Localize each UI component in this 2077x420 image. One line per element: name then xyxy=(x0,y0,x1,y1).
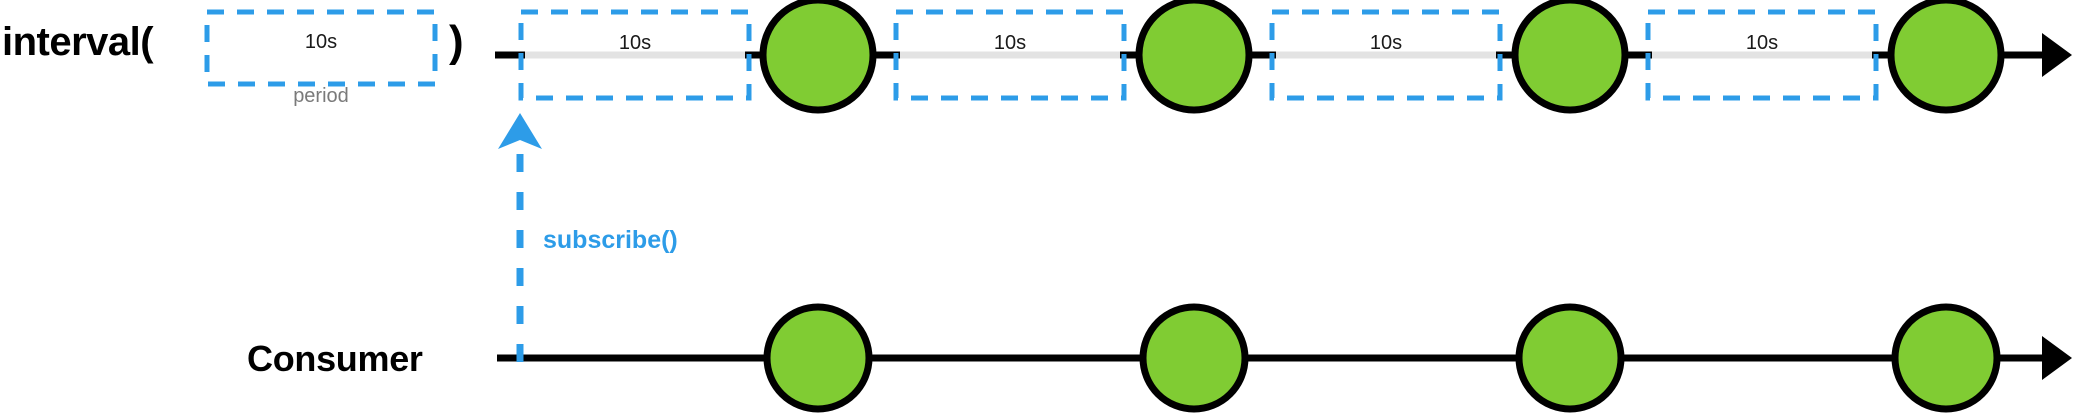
interval-label-3: 10s xyxy=(1369,32,1403,54)
interval-box-3[interactable] xyxy=(1269,9,1503,101)
interval-label-2: 10s xyxy=(993,32,1027,54)
subscribe-label[interactable]: subscribe() xyxy=(543,226,678,254)
operator-paren-close: ) xyxy=(449,17,464,66)
source-timeline-group xyxy=(495,0,2072,114)
interval-box-1[interactable] xyxy=(518,9,752,101)
subscribe-arrowhead-icon xyxy=(498,113,542,149)
interval-box-2[interactable] xyxy=(893,9,1127,101)
consumer-axis-arrowhead xyxy=(2042,336,2072,380)
source-marble-2[interactable] xyxy=(1135,0,1253,114)
source-marble-4[interactable] xyxy=(1887,0,2005,114)
interval-label-1: 10s xyxy=(618,32,652,54)
source-marble-3[interactable] xyxy=(1511,0,1629,114)
source-marble-1[interactable] xyxy=(759,0,877,114)
consumer-marble-3[interactable] xyxy=(1515,303,1625,413)
consumer-marble-2[interactable] xyxy=(1139,303,1249,413)
source-axis-arrowhead xyxy=(2042,33,2072,77)
interval-box-4[interactable] xyxy=(1645,9,1879,101)
period-caption: period xyxy=(293,85,349,107)
subscribe-link-group[interactable] xyxy=(498,113,542,362)
interval-label-4: 10s xyxy=(1745,32,1779,54)
consumer-label: Consumer xyxy=(247,338,423,379)
operator-name: interval( xyxy=(2,20,154,64)
consumer-marble-4[interactable] xyxy=(1891,303,2001,413)
consumer-timeline-group xyxy=(497,303,2072,413)
consumer-marble-1[interactable] xyxy=(763,303,873,413)
period-value[interactable]: 10s xyxy=(304,31,338,53)
